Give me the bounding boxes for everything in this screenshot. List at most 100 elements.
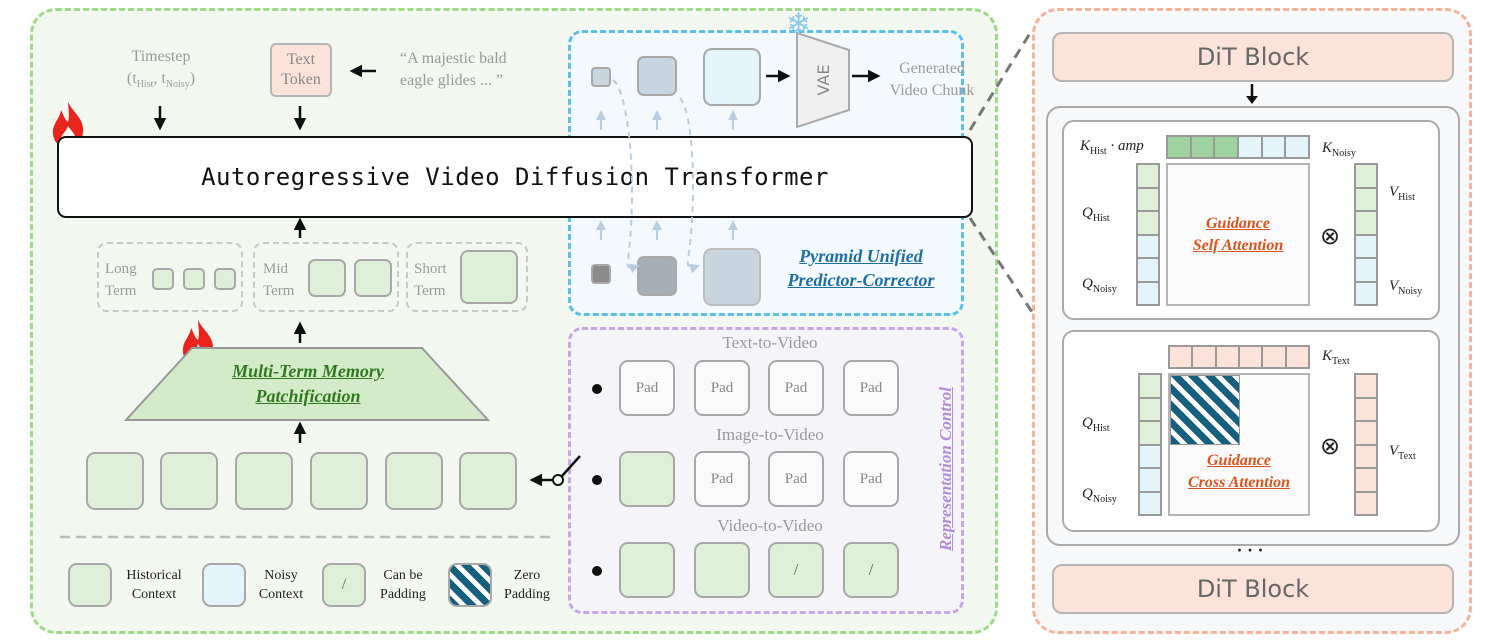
rep-cell: Pad	[843, 451, 899, 507]
pyramid-large-token	[703, 48, 761, 106]
otimes-icon: ⊗	[1320, 432, 1341, 460]
q-hist-label: QHist	[1082, 205, 1110, 224]
otimes-icon: ⊗	[1320, 222, 1341, 250]
snowflake-icon: ❄	[786, 8, 812, 41]
rep-cell: /	[768, 542, 824, 598]
patchification-line2: Patchification	[255, 386, 361, 406]
zero-padding-block	[1170, 375, 1240, 445]
patchification-line1: Multi-Term Memory	[232, 361, 384, 381]
history-frame	[235, 452, 293, 510]
k-hist-label: KHist · amp	[1080, 138, 1144, 157]
long-term-token	[152, 268, 174, 290]
dit-block-bottom: DiT Block	[1052, 564, 1454, 614]
transformer-block: Autoregressive Video Diffusion Transform…	[57, 136, 973, 218]
text-token-line2: Token	[281, 71, 321, 88]
q-noisy-label: QNoisy	[1082, 486, 1117, 505]
rep-row-bullet	[592, 566, 602, 576]
text-token-box: Text Token	[270, 43, 332, 97]
legend-zero-padding-swatch	[448, 563, 492, 607]
v-column	[1354, 163, 1378, 306]
rep-row-title-i2v: Image-to-Video	[716, 425, 824, 444]
rep-cell: Pad	[694, 360, 750, 416]
vae-shape	[796, 31, 850, 129]
rep-row-title-t2v: Text-to-Video	[722, 333, 818, 352]
legend-noisy-swatch	[202, 563, 246, 607]
history-frame	[385, 452, 443, 510]
q-noisy-label: QNoisy	[1082, 276, 1117, 295]
transformer-title: Autoregressive Video Diffusion Transform…	[201, 163, 829, 191]
prompt-text: “A majestic bald eagle glides ... ”	[400, 48, 560, 92]
k-noisy-label: KNoisy	[1322, 140, 1356, 159]
history-frame	[86, 452, 144, 510]
rep-row-title-v2v: Video-to-Video	[717, 516, 823, 535]
rep-cell: Pad	[694, 451, 750, 507]
dit-block-expanded	[1046, 106, 1460, 546]
prompt-line1: “A majestic bald	[400, 50, 507, 67]
mid-term-token	[308, 259, 346, 297]
vae-label: VAE	[813, 64, 833, 96]
pyramid-small-token	[591, 264, 611, 284]
k-hist-noisy-row	[1166, 135, 1310, 159]
pyramid-small-token	[591, 67, 611, 87]
pyramid-mid-token	[637, 256, 677, 296]
long-term-token	[214, 268, 236, 290]
legend-padding-swatch: /	[322, 563, 366, 607]
left-arrows	[60, 64, 581, 539]
history-frame	[310, 452, 368, 510]
q-column	[1138, 373, 1162, 516]
rep-row-bullet	[592, 475, 602, 485]
pyramid-flow-arrows	[596, 69, 881, 274]
rep-cell: Pad	[768, 451, 824, 507]
zoom-connector-lines	[968, 29, 1034, 313]
rep-cell: Pad	[843, 360, 899, 416]
rep-cell	[619, 542, 675, 598]
rep-cell: Pad	[619, 360, 675, 416]
k-text-label: KText	[1322, 348, 1350, 367]
history-frame	[459, 452, 517, 510]
timestep-line2: (tHist, tNoisy)	[126, 69, 196, 91]
pyramid-mid-token	[637, 56, 677, 96]
rep-cell	[694, 542, 750, 598]
short-term-token	[460, 250, 518, 304]
v-text-label: VText	[1389, 443, 1416, 462]
text-token-line1: Text	[286, 51, 316, 68]
dit-block-top: DiT Block	[1052, 32, 1454, 82]
rep-row-bullet	[592, 384, 602, 394]
v-hist-label: VHist	[1389, 184, 1415, 203]
q-hist-label: QHist	[1082, 415, 1110, 434]
rep-cell	[619, 451, 675, 507]
history-frame	[160, 452, 218, 510]
v-noisy-label: VNoisy	[1389, 278, 1423, 297]
mid-term-token	[354, 259, 392, 297]
timestep-label: Timestep (tHist, tNoisy)	[96, 48, 226, 94]
rep-cell: Pad	[768, 360, 824, 416]
rep-cell: /	[843, 542, 899, 598]
long-term-token	[183, 268, 205, 290]
patchification-label: Multi-Term Memory Patchification	[180, 358, 436, 410]
prompt-line2: eagle glides ... ”	[400, 72, 504, 89]
representation-control-label: Representation Control	[936, 387, 955, 551]
q-column	[1136, 163, 1160, 306]
v-text-column	[1354, 373, 1378, 516]
k-text-row	[1168, 345, 1310, 369]
pyramid-large-token	[703, 248, 761, 306]
ellipsis: · · ·	[1236, 539, 1264, 560]
dit-arrow	[1246, 84, 1258, 104]
patchification-shape	[124, 347, 490, 421]
legend-padding-symbol: /	[341, 576, 347, 593]
timestep-line1: Timestep	[131, 47, 191, 65]
legend-historical-swatch	[68, 563, 112, 607]
